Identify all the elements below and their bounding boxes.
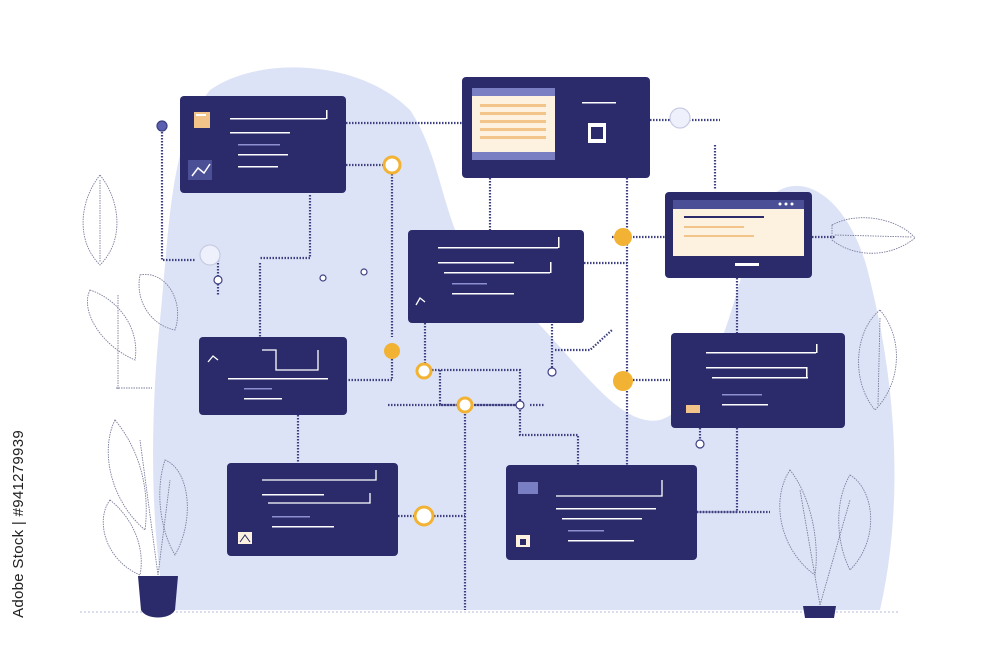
code-panel-top-left: [180, 96, 346, 193]
junction-rings: [156, 107, 705, 449]
stock-id-watermark: Adobe Stock | #941279939: [10, 430, 27, 618]
laptop-panel-right: [665, 192, 812, 278]
potted-plant-left: [102, 419, 188, 618]
code-panel-bottom-right: [506, 465, 697, 560]
code-panel-center: [408, 230, 584, 323]
code-panel-bottom-left: [227, 463, 398, 556]
junction-nodes: [382, 155, 474, 527]
potted-plant-right: [779, 469, 872, 618]
leaf-decoration-left: [82, 174, 179, 390]
leaf-decoration-right: [831, 217, 916, 411]
junction-nodes-filled: [384, 228, 633, 391]
code-panel-right-middle: [671, 333, 845, 428]
code-panel-left-middle: [199, 337, 347, 415]
browser-panel-top: [462, 77, 650, 178]
